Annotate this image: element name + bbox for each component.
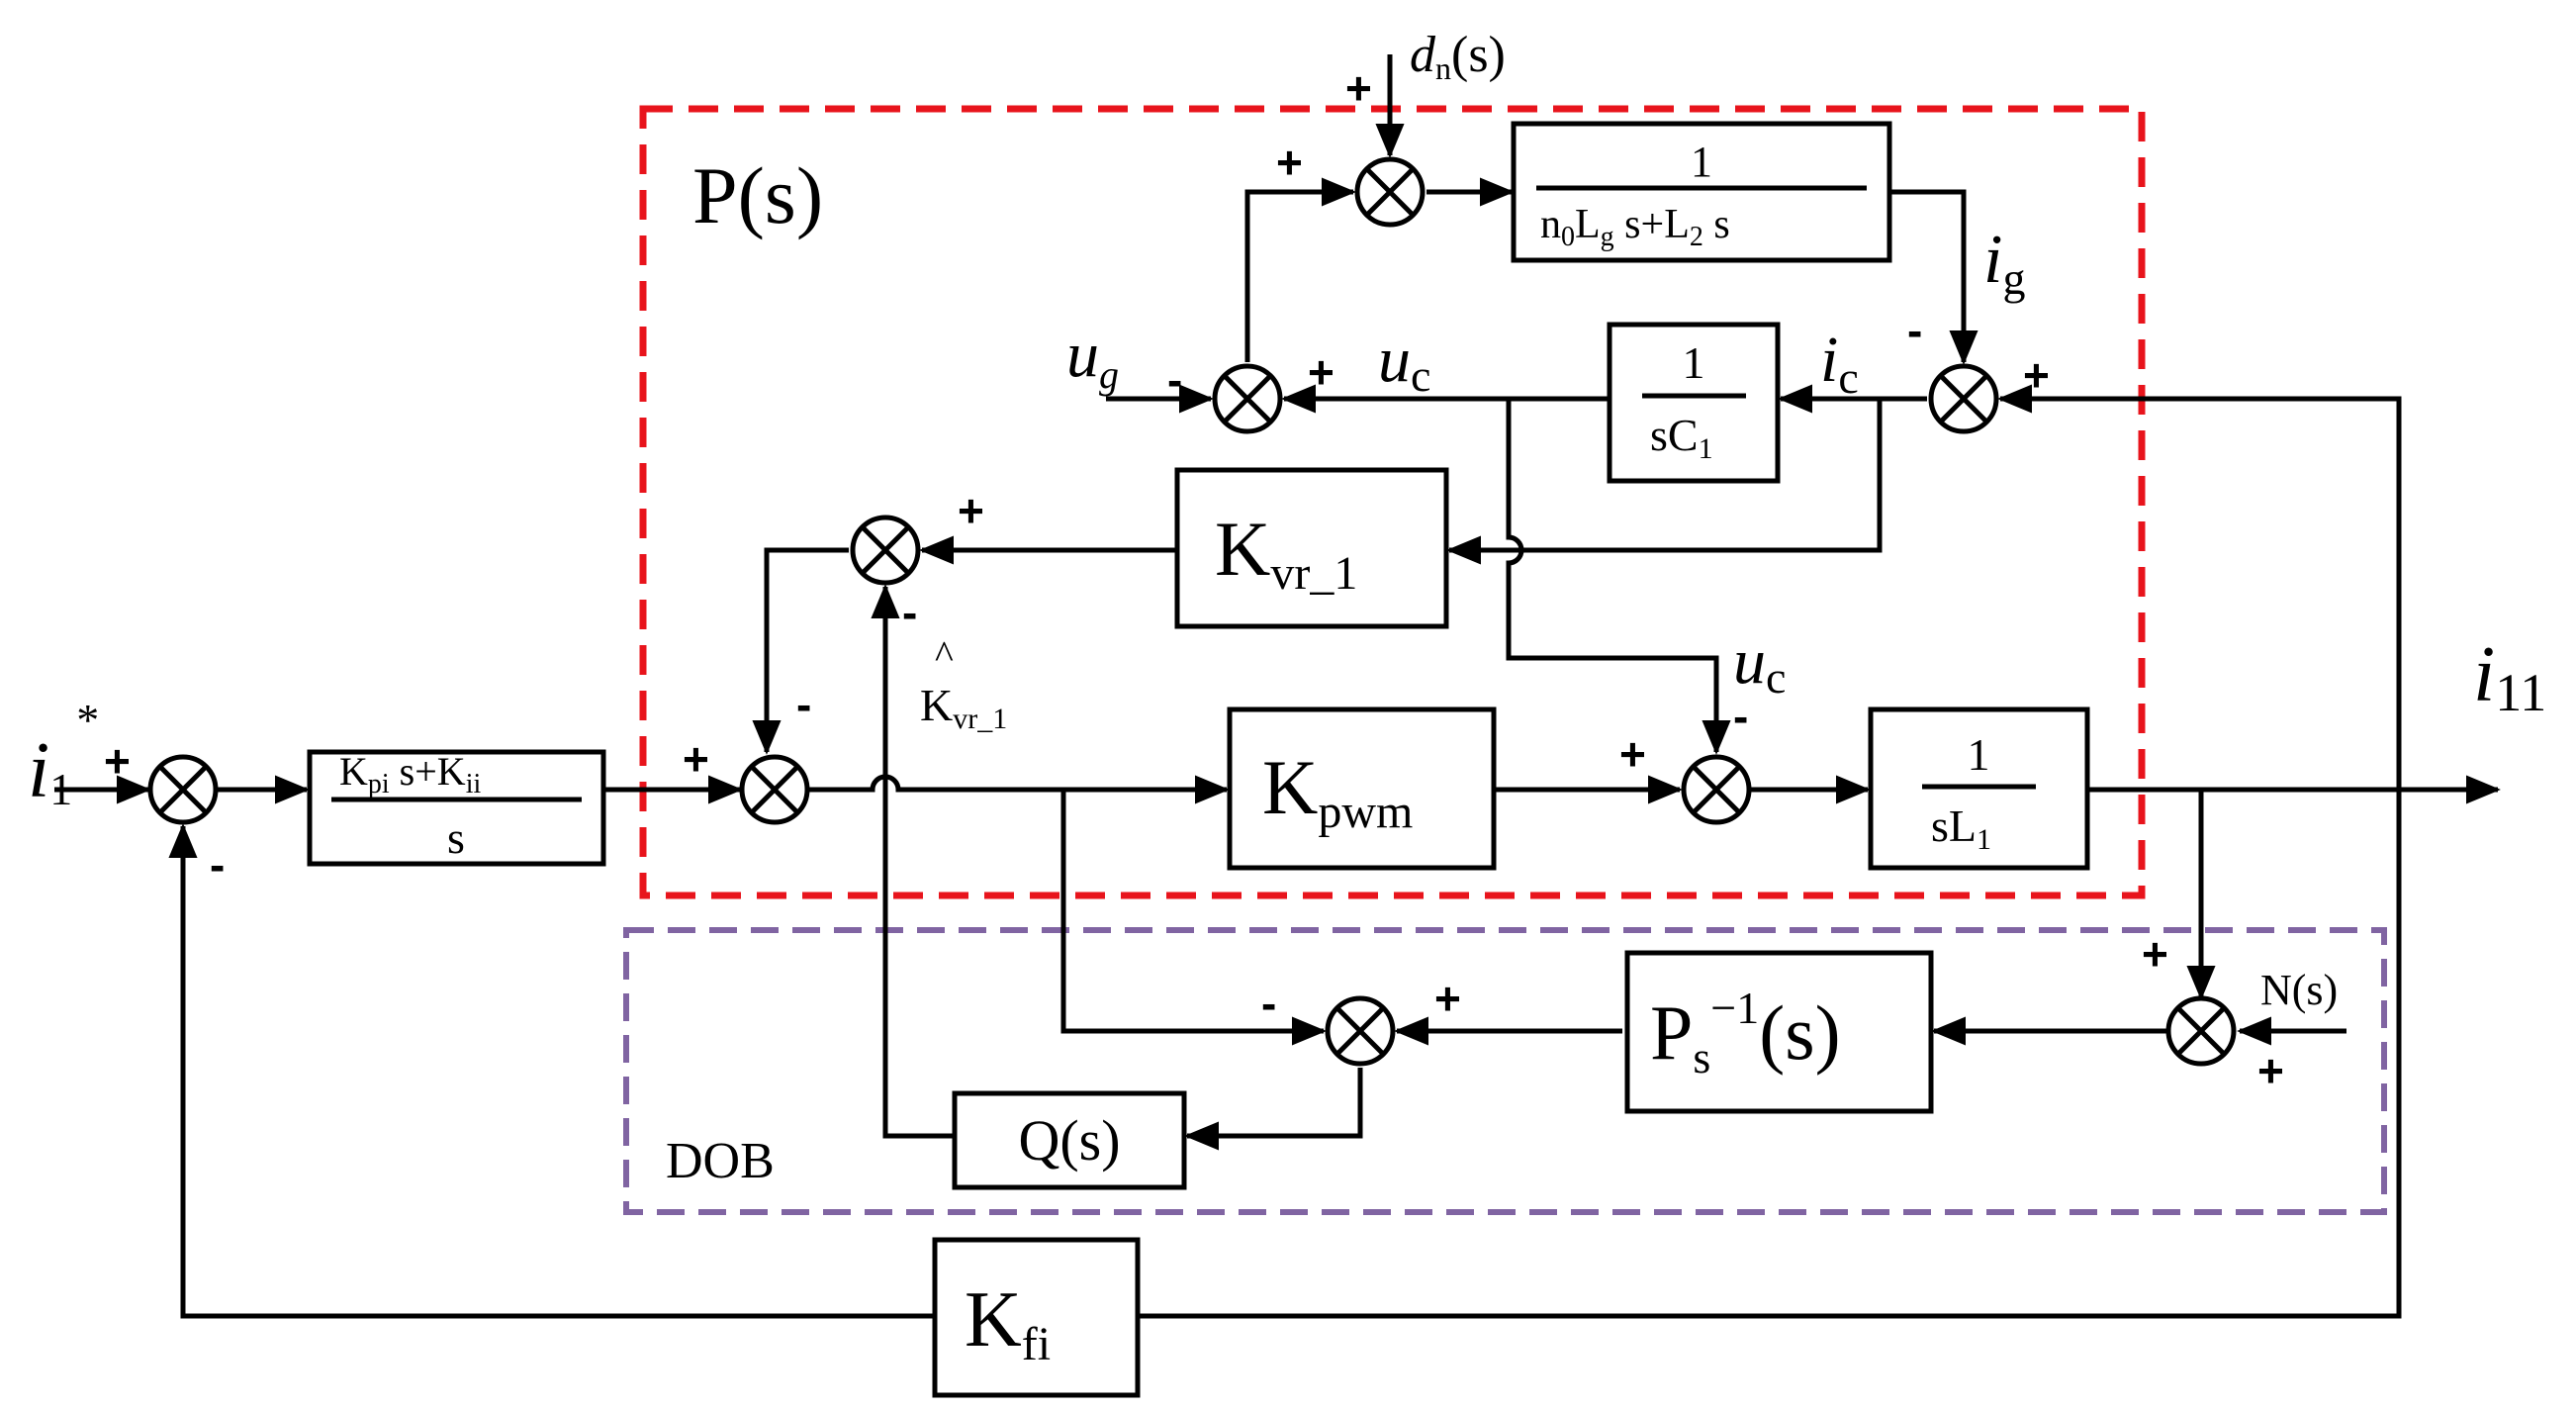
sign-s5-ug: - xyxy=(1167,354,1182,406)
khat-hat: ^ xyxy=(935,632,954,677)
uc-label: uc xyxy=(1378,324,1430,401)
output-signal-label: i11 xyxy=(2473,631,2546,722)
sign-s2-feedback: - xyxy=(796,679,811,730)
sum-junction-9 xyxy=(2165,995,2237,1067)
sign-s9-top: + xyxy=(2142,928,2168,980)
l1-numerator: 1 xyxy=(1968,729,1990,780)
kpwm-block xyxy=(1227,706,1497,871)
sign-s6-top: + xyxy=(1345,62,1372,114)
sign-s6-left: + xyxy=(1276,137,1303,188)
pi-controller-block xyxy=(307,749,606,867)
sum-junction-1 xyxy=(147,754,219,825)
kvr-label: Kvr_1 xyxy=(1215,506,1357,600)
sum-junction-8 xyxy=(1325,995,1396,1067)
kpwm-label: Kpwm xyxy=(1262,744,1413,838)
sum-junction-7 xyxy=(1928,363,1999,434)
sign-s4-top: - xyxy=(1733,691,1748,742)
pi-denominator: s xyxy=(447,812,465,863)
sign-s3-bottom: - xyxy=(902,587,917,638)
uc-label-2: uc xyxy=(1733,625,1786,703)
sign-s5-uc: + xyxy=(1308,346,1334,398)
sign-s8-left: - xyxy=(1261,978,1276,1029)
svg-text:Kpi s+Kii: Kpi s+Kii xyxy=(339,749,481,799)
c1-denominator: sC1 xyxy=(1650,410,1713,465)
sign-s1-feedback: - xyxy=(210,839,225,891)
q-filter-block xyxy=(952,1090,1187,1190)
lg-numerator: 1 xyxy=(1691,138,1712,186)
l1-denominator: sL1 xyxy=(1931,800,1991,856)
kfi-label: Kfi xyxy=(965,1276,1051,1370)
sum-junction-6 xyxy=(1354,156,1426,228)
lg-block xyxy=(1511,121,1892,263)
ug-label: ug xyxy=(1066,319,1119,397)
c1-numerator: 1 xyxy=(1683,337,1705,388)
sum-junction-4 xyxy=(1681,754,1752,825)
sign-s9-bottom: + xyxy=(2257,1045,2284,1096)
kfi-block xyxy=(932,1237,1141,1398)
dob-label: DOB xyxy=(666,1133,775,1189)
c1-block xyxy=(1607,322,1781,484)
sign-s7-right: + xyxy=(2023,349,2050,401)
ps-inverse-label: Ps−1(s) xyxy=(1650,983,1841,1082)
q-filter-label: Q(s) xyxy=(1018,1108,1120,1173)
ic-label: ic xyxy=(1820,324,1859,403)
sign-s7-top: - xyxy=(1907,305,1922,356)
dn-label: dn(s) xyxy=(1410,27,1506,86)
sign-s3-top: + xyxy=(958,485,984,536)
sign-s4-input: + xyxy=(1619,728,1646,780)
input-signal-label: i1* xyxy=(28,695,99,814)
signal-lines xyxy=(54,54,2501,1319)
sign-s2-input: + xyxy=(683,733,709,785)
ns-label: N(s) xyxy=(2260,966,2338,1014)
dob-region-box xyxy=(623,927,2387,1215)
kvr-block xyxy=(1174,467,1449,629)
sum-junction-5 xyxy=(1212,363,1283,434)
sum-junction-2 xyxy=(739,754,810,825)
ps-inverse-block xyxy=(1624,950,1934,1114)
khat-label: Kvr_1 xyxy=(920,680,1007,735)
sum-junction-3 xyxy=(850,515,921,586)
plant-label: P(s) xyxy=(692,150,823,240)
lg-denominator: n0Lg s+L2 s xyxy=(1540,202,1730,252)
ig-label: ig xyxy=(1983,222,2025,304)
sign-s8-right: + xyxy=(1434,973,1461,1024)
sign-s1-input: + xyxy=(104,735,131,787)
